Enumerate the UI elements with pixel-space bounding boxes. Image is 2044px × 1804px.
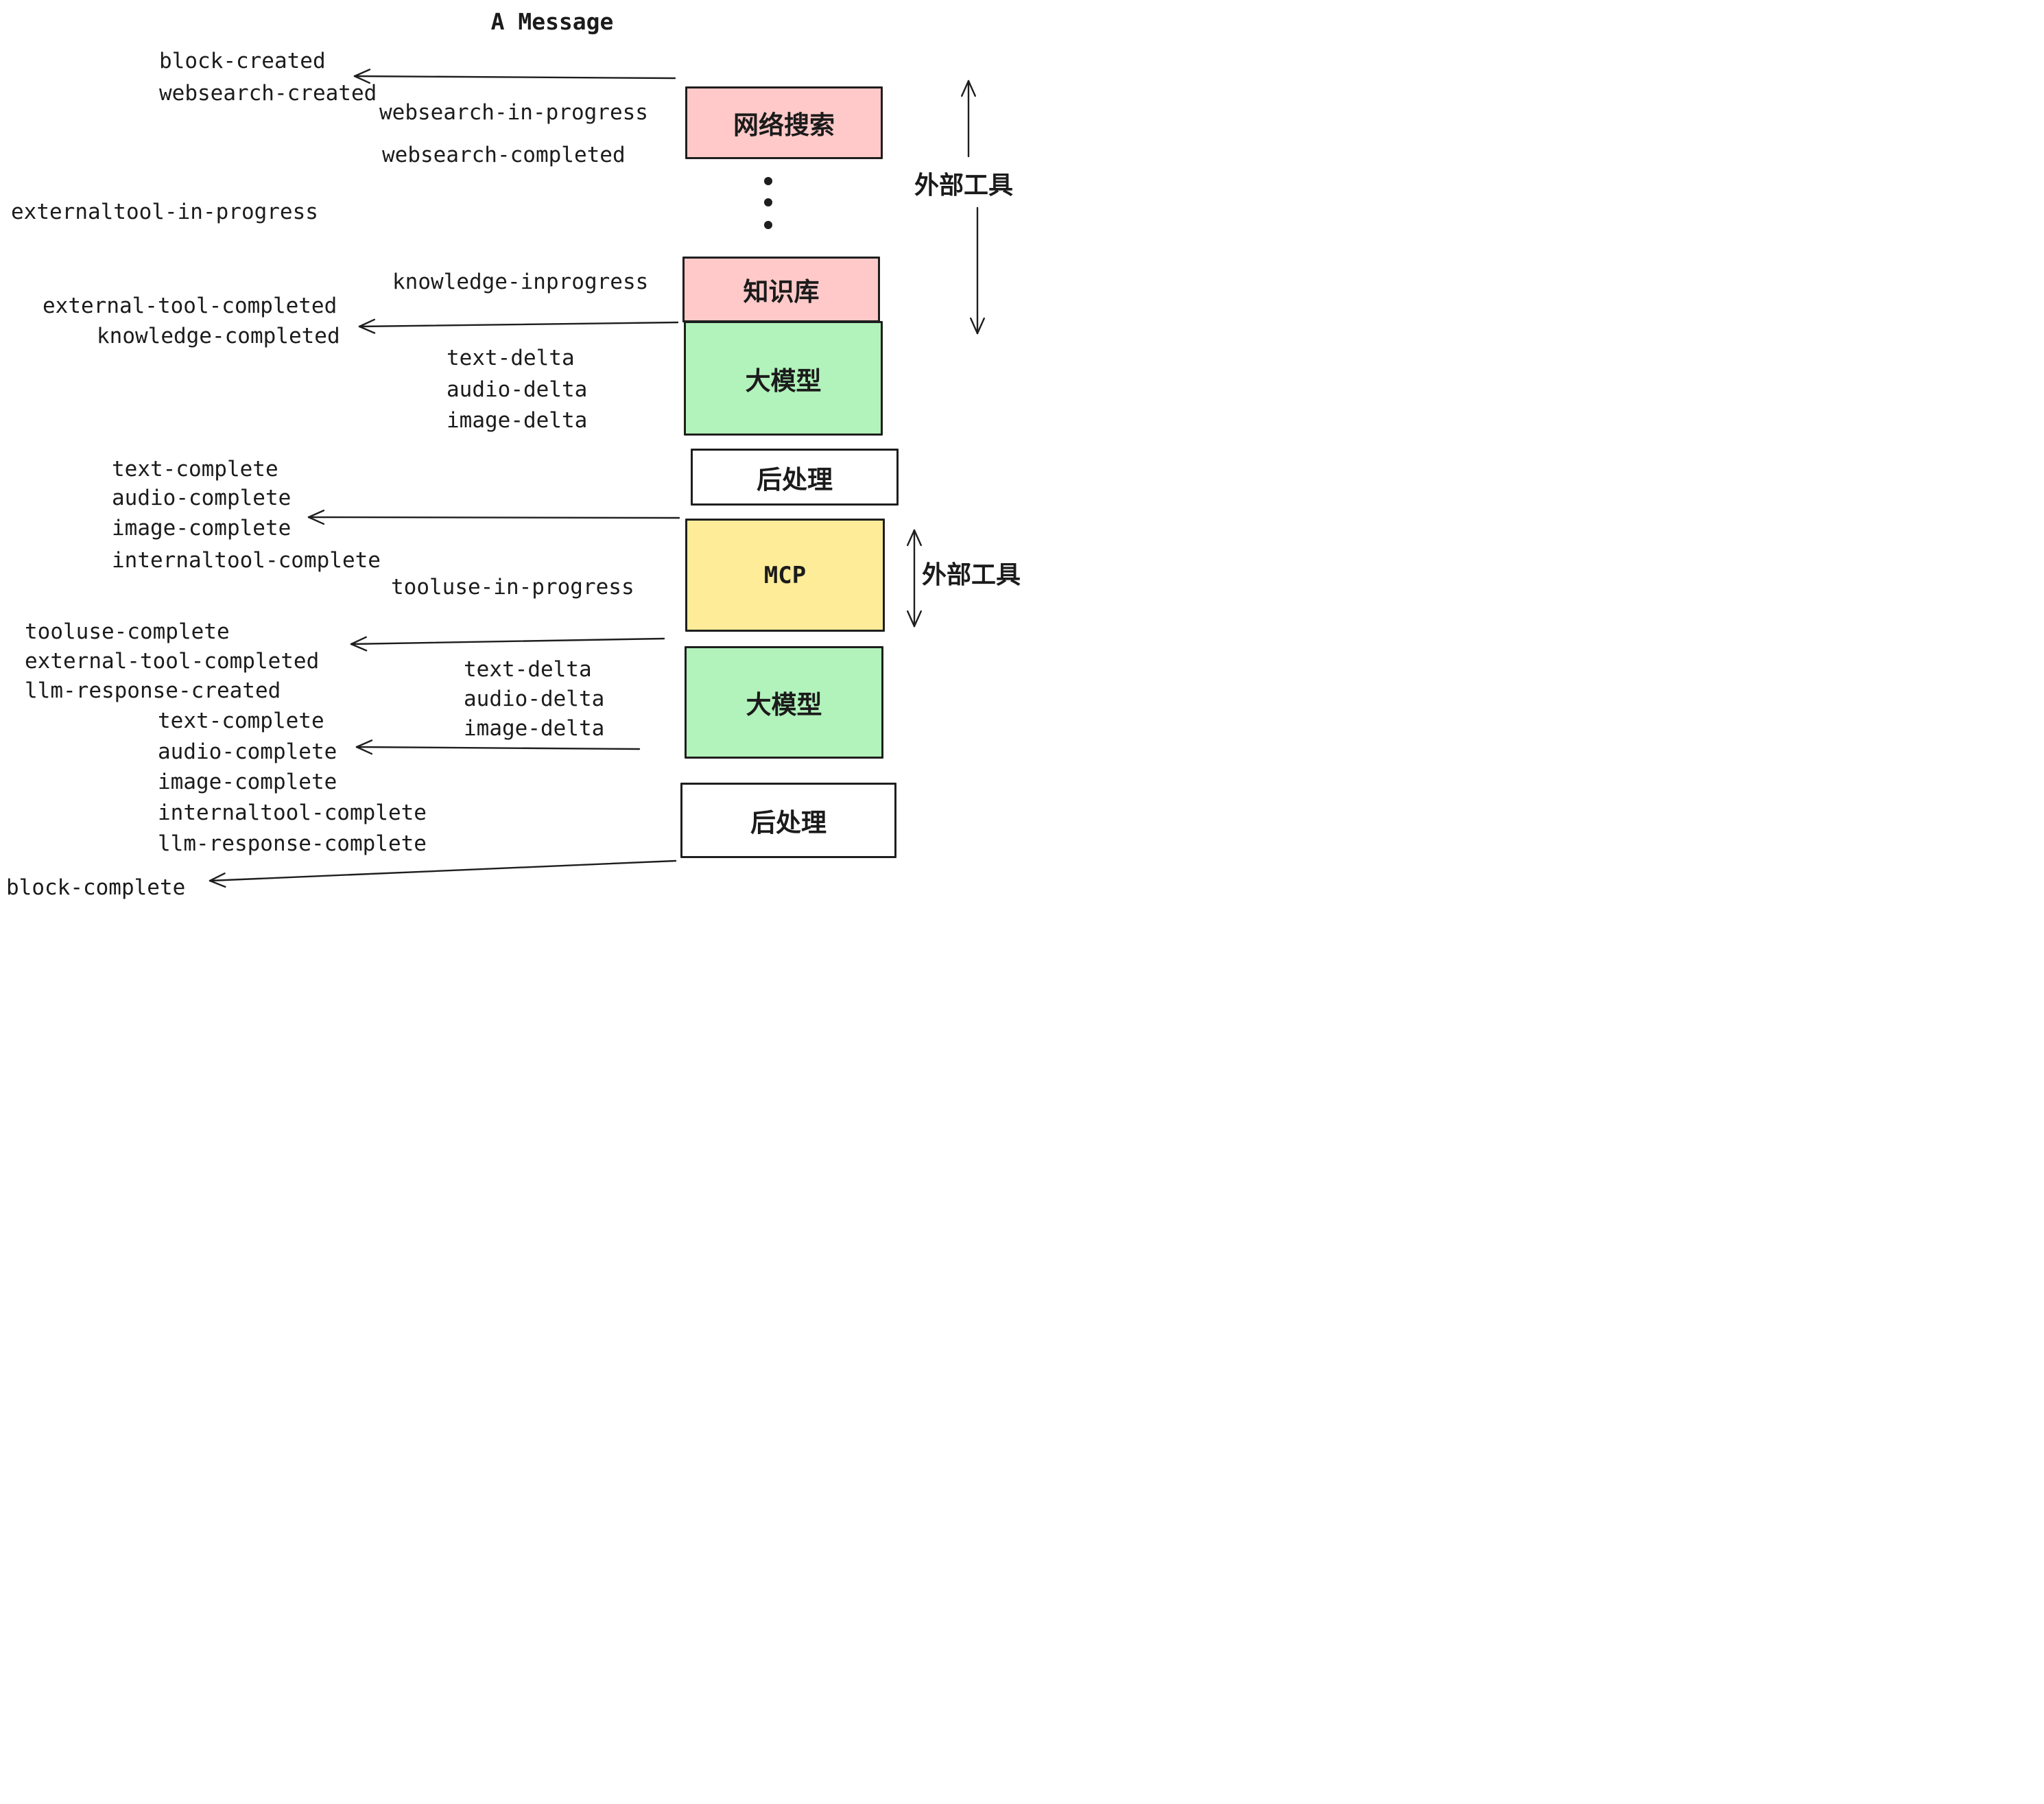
- event-label-text-delta: text-delta: [464, 657, 592, 682]
- event-label-knowledge-completed: knowledge-completed: [97, 324, 340, 348]
- event-label-llm-response-complete: llm-response-complete: [158, 831, 427, 856]
- event-label-audio-complete: audio-complete: [158, 739, 337, 764]
- event-label-externaltool-in-progress: externaltool-in-progress: [11, 200, 318, 224]
- diagram-title: A Message: [490, 8, 614, 35]
- side-label-external-tools-2: 外部工具: [922, 561, 1021, 589]
- arrow-post1-to-image-complete: [307, 510, 680, 525]
- event-label-internaltool-complete: internaltool-complete: [158, 800, 427, 825]
- event-label-block-complete: block-complete: [6, 875, 186, 900]
- event-label-block-created: block-created: [159, 49, 326, 73]
- event-label-audio-delta: audio-delta: [464, 687, 605, 711]
- arrow-llm2-to-tooluse-complete: [350, 636, 665, 652]
- box-postprocess-1-label: 后处理: [757, 464, 833, 495]
- ellipsis-dot-icon: [764, 198, 772, 206]
- arrow-llm2-to-audio-complete: [355, 739, 641, 755]
- event-label-websearch-in-progress: websearch-in-progress: [379, 100, 648, 125]
- event-label-image-complete: image-complete: [158, 770, 337, 794]
- event-label-audio-delta: audio-delta: [447, 377, 588, 402]
- box-mcp: MCP: [685, 519, 885, 632]
- box-websearch-label: 网络搜索: [733, 110, 835, 140]
- box-llm-2: 大模型: [685, 646, 883, 759]
- event-label-audio-complete: audio-complete: [112, 486, 292, 510]
- arrow-post2-to-block-complete: [209, 859, 677, 888]
- event-label-external-tool-completed: external-tool-completed: [25, 649, 320, 674]
- event-label-llm-response-created: llm-response-created: [25, 678, 281, 703]
- event-label-text-complete: text-complete: [112, 457, 278, 482]
- box-llm-1: 大模型: [684, 321, 883, 436]
- event-label-image-complete: image-complete: [112, 516, 292, 541]
- side-label-external-tools-1: 外部工具: [914, 171, 1014, 200]
- event-label-websearch-completed: websearch-completed: [382, 143, 626, 167]
- arrow-external-tools-down: [970, 206, 985, 335]
- event-label-text-delta: text-delta: [447, 346, 575, 370]
- arrow-external-tools-up: [961, 80, 976, 158]
- event-label-tooluse-complete: tooluse-complete: [25, 619, 230, 644]
- event-label-external-tool-completed: external-tool-completed: [43, 294, 337, 318]
- event-label-image-delta: image-delta: [464, 716, 605, 741]
- event-label-knowledge-inprogress: knowledge-inprogress: [392, 270, 649, 294]
- box-postprocess-2-label: 后处理: [750, 808, 827, 838]
- ellipsis-dot-icon: [764, 221, 772, 229]
- box-postprocess-2: 后处理: [680, 783, 896, 858]
- event-label-internaltool-complete: internaltool-complete: [112, 548, 381, 573]
- ellipsis-dot-icon: [764, 177, 772, 185]
- event-label-image-delta: image-delta: [447, 408, 588, 433]
- event-label-websearch-created: websearch-created: [159, 81, 377, 106]
- box-llm-1-label: 大模型: [745, 366, 822, 396]
- box-mcp-label: MCP: [763, 561, 807, 589]
- arrow-websearch-to-block-created: [353, 69, 676, 84]
- event-label-text-complete: text-complete: [158, 709, 324, 733]
- box-knowledge-label: 知识库: [743, 277, 820, 307]
- box-postprocess-1: 后处理: [691, 449, 899, 506]
- box-websearch: 网络搜索: [685, 86, 883, 159]
- box-knowledge: 知识库: [682, 257, 880, 322]
- arrow-knowledge-to-completed: [358, 318, 679, 334]
- event-label-tooluse-in-progress: tooluse-in-progress: [391, 575, 634, 600]
- arrow-mcp-external-tools-updown: [907, 529, 922, 628]
- box-llm-2-label: 大模型: [746, 690, 822, 720]
